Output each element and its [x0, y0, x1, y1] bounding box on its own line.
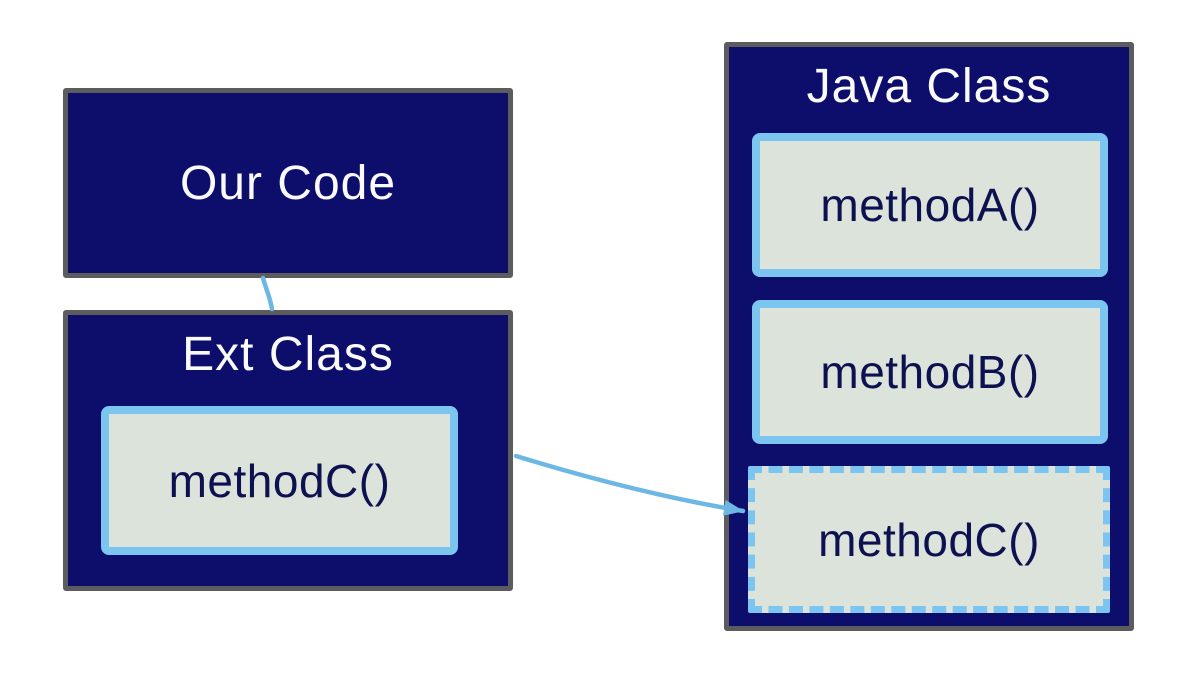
our-code-box: Our Code: [63, 88, 513, 278]
java-class-methodc-box: methodC(): [748, 466, 1110, 613]
java-class-methodb-label: methodB(): [820, 346, 1040, 398]
our-code-to-ext-class-connector: [260, 275, 275, 312]
java-class-title: Java Class: [806, 60, 1052, 113]
java-class-methodb-box: methodB(): [752, 300, 1108, 444]
ext-class-methodc-label: methodC(): [168, 454, 391, 507]
ext-class-box: Ext Class methodC(): [63, 310, 513, 591]
java-class-methoda-box: methodA(): [752, 133, 1108, 277]
ext-methodc-to-java-methodc-arrow: [513, 453, 746, 516]
ext-class-methodc-box: methodC(): [101, 406, 458, 555]
java-class-methoda-label: methodA(): [820, 179, 1040, 231]
java-class-box: Java Class methodA() methodB() methodC(): [724, 42, 1134, 631]
our-code-title: Our Code: [179, 156, 397, 210]
ext-class-title: Ext Class: [182, 328, 394, 381]
java-class-methodc-label: methodC(): [818, 513, 1040, 566]
